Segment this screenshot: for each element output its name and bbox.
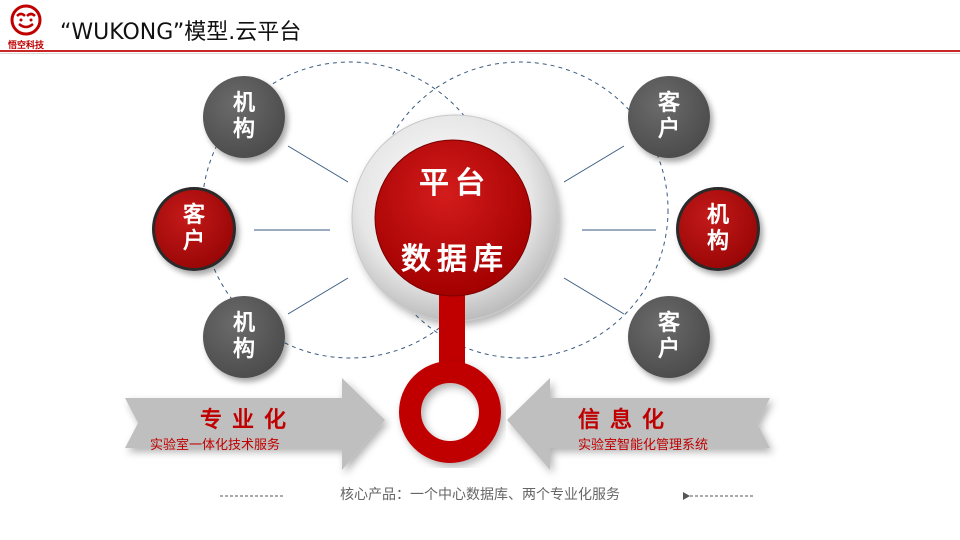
right-arrow-title: 信息化 bbox=[578, 408, 675, 433]
node-label: 客户 bbox=[182, 203, 205, 254]
right-node-institution: 机构 bbox=[676, 187, 760, 271]
logo: 悟空科技 bbox=[4, 4, 48, 51]
connector-lines bbox=[254, 145, 656, 315]
node-label: 机构 bbox=[706, 203, 729, 254]
node-label: 机构 bbox=[232, 91, 255, 142]
left-node-customer: 客户 bbox=[152, 187, 236, 271]
hub-top-label: 平台 bbox=[419, 166, 491, 201]
left-node-institution-top: 机构 bbox=[203, 76, 285, 158]
right-arrow bbox=[507, 378, 770, 470]
hub-main-label: 数据库 bbox=[401, 242, 509, 277]
right-node-customer-bottom: 客户 bbox=[628, 296, 710, 378]
header: 悟空科技 “WUKONG”模型.云平台 bbox=[0, 0, 960, 54]
left-arrow bbox=[125, 378, 385, 470]
right-node-customer-top: 客户 bbox=[628, 76, 710, 158]
left-node-institution-bottom: 机构 bbox=[203, 296, 285, 378]
logo-icon bbox=[10, 4, 42, 36]
node-label: 客户 bbox=[657, 311, 680, 362]
left-arrow-title: 专业化 bbox=[200, 408, 297, 433]
hub-stem bbox=[439, 290, 465, 370]
right-arrow-subtitle: 实验室智能化管理系统 bbox=[578, 438, 709, 453]
node-label: 机构 bbox=[232, 311, 255, 362]
node-label: 客户 bbox=[657, 91, 680, 142]
logo-text: 悟空科技 bbox=[7, 41, 44, 51]
hub-red-disk bbox=[374, 139, 532, 297]
page-title: “WUKONG”模型.云平台 bbox=[60, 20, 302, 45]
left-arrow-subtitle: 实验室一体化技术服务 bbox=[150, 438, 281, 453]
hub-bottom-ring bbox=[399, 361, 501, 463]
footer-caption: 核心产品：一个中心数据库、两个专业化服务 bbox=[340, 487, 620, 503]
header-rule bbox=[0, 50, 960, 52]
header-rule-shadow bbox=[0, 53, 960, 54]
